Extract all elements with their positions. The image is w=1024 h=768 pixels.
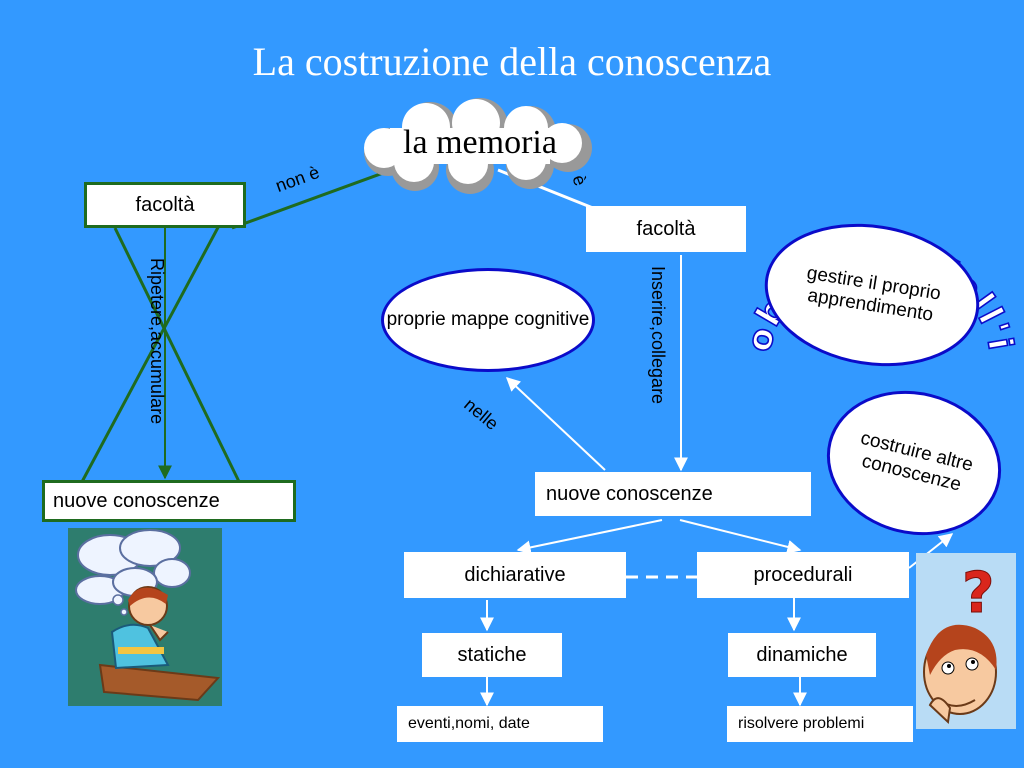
declarative-box: dichiarative: [404, 552, 626, 598]
dynamic-examples-box: risolvere problemi: [727, 706, 913, 742]
svg-text:?: ?: [962, 561, 994, 626]
maps-ellipse: proprie mappe cognitive: [381, 268, 595, 372]
edge-knowledge-declarative: [516, 519, 663, 555]
dynamic-box: dinamiche: [728, 633, 876, 677]
left-verb-label: Ripetere,accumulare: [147, 258, 167, 425]
procedural-box: procedurali: [697, 552, 909, 598]
slide-title: La costruzione della conoscenza: [252, 39, 772, 84]
cloud-label: la memoria: [403, 124, 557, 161]
cross-line-2: [66, 204, 232, 509]
thinking-student-icon: [68, 528, 222, 706]
right-verb-label: Inserire,collegare: [648, 266, 668, 405]
right-knowledge-box: nuove conoscenze: [535, 472, 811, 516]
edge-knowledge-procedural: [679, 519, 802, 554]
cross-line-1: [113, 227, 250, 501]
question-mark-person-icon: ?: [916, 553, 1016, 729]
edge-knowledge-maps: [505, 377, 606, 471]
static-examples-box: eventi,nomi, date: [397, 706, 603, 742]
edge-memory-left-faculty: [231, 163, 406, 230]
cloud-shape: [364, 98, 592, 194]
left-knowledge-box: nuove conoscenze: [42, 480, 296, 522]
left-faculty-box: facoltà: [84, 182, 246, 228]
right-faculty-box: facoltà: [586, 206, 746, 252]
static-box: statiche: [422, 633, 562, 677]
